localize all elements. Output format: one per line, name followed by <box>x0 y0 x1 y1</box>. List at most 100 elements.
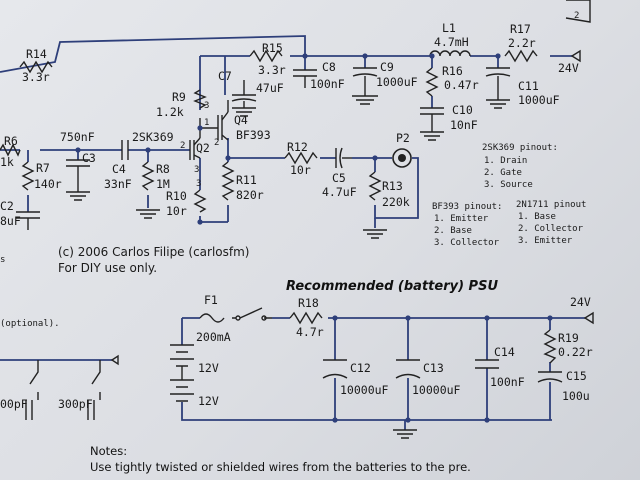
c15-symbol <box>537 371 563 383</box>
r12-value: 10r <box>290 163 311 177</box>
bf393-pin-2: 2. Base <box>434 226 472 236</box>
f1-symbol <box>199 313 225 323</box>
r16-ref: R16 <box>442 64 463 78</box>
transistor-q4 <box>200 100 229 141</box>
r17-symbol <box>504 49 538 63</box>
r11-value: 820r <box>236 188 264 202</box>
c4-symbol <box>121 140 129 160</box>
l1-ref: L1 <box>442 21 456 35</box>
r15-ref: R15 <box>262 41 283 55</box>
sk369-pin-2: 2. Gate <box>484 168 522 178</box>
bf393-pinout-title: BF393 pinout: <box>432 202 502 212</box>
page-marker: 2 <box>574 11 579 21</box>
c3-value: 750nF <box>60 130 95 144</box>
supply-out-label: 24V <box>558 61 579 75</box>
pinout-tables: 2SK369 pinout: 1. Drain 2. Gate 3. Sourc… <box>432 143 586 248</box>
q2-pin3: 3 <box>194 165 199 175</box>
c10-symbol <box>420 107 444 115</box>
r8-value: 1M <box>156 177 170 191</box>
r6-ref: R6 <box>4 134 18 148</box>
c15-ref: C15 <box>566 369 587 383</box>
n1711-pinout-title: 2N1711 pinout <box>516 200 586 210</box>
q2-ref: Q2 <box>196 141 210 155</box>
battery-2-label: 12V <box>198 394 219 408</box>
c14-ref: C14 <box>494 345 515 359</box>
credits-line-1: (c) 2006 Carlos Filipe (carlosfm) <box>58 245 249 259</box>
capacitors-upper <box>16 67 511 230</box>
c5-symbol <box>335 147 343 169</box>
c5-value: 4.7uF <box>322 185 357 199</box>
c7-symbol <box>231 94 257 102</box>
q4-value: BF393 <box>236 128 271 142</box>
bf393-pin-3: 3. Collector <box>434 238 500 248</box>
notes-title: Notes: <box>90 444 127 458</box>
r12-ref: R12 <box>287 140 308 154</box>
r7-ref: R7 <box>36 161 50 175</box>
r14-symbol <box>19 60 53 74</box>
battery-2-symbol <box>170 379 194 402</box>
bf393-pin-1: 1. Emitter <box>434 214 489 224</box>
c2-ref: C2 <box>0 199 14 213</box>
junction-dots <box>75 53 501 225</box>
sk369-pinout-title: 2SK369 pinout: <box>482 143 558 153</box>
c7-value: 47uF <box>256 81 284 95</box>
f1-value: 200mA <box>196 330 231 344</box>
r17-ref: R17 <box>510 22 531 36</box>
q4-pin3: 3 <box>204 101 209 111</box>
q4-pin1: 1 <box>204 118 209 128</box>
r13-symbol <box>368 171 382 201</box>
c7-ref: C7 <box>218 69 232 83</box>
r7-symbol <box>21 161 35 191</box>
r17-value: 2.2r <box>508 36 536 50</box>
r10-symbol <box>193 189 207 213</box>
c11-ref: C11 <box>518 79 539 93</box>
battery-1-label: 12V <box>198 361 219 375</box>
f1-ref: F1 <box>204 293 218 307</box>
r19-value: 0.22r <box>558 345 593 359</box>
sk369-pin-1: 1. Drain <box>484 156 527 166</box>
l1-symbol <box>429 50 471 57</box>
r6-symbol <box>0 143 21 157</box>
psu-terminal <box>583 311 594 325</box>
r15-symbol <box>249 49 283 63</box>
page-marker-box <box>565 0 591 23</box>
psu-wires <box>181 317 585 430</box>
l1-value: 4.7mH <box>434 35 469 49</box>
r10-ref: R10 <box>166 189 187 203</box>
psu-title: Recommended (battery) PSU <box>286 279 498 294</box>
r9-value: 1.2k <box>156 105 184 119</box>
left-cap-b: 300pF <box>58 397 93 411</box>
c11-value: 1000uF <box>518 93 560 107</box>
n1711-pin-2: 2. Collector <box>518 224 584 234</box>
r18-value: 4.7r <box>296 325 324 339</box>
r14-ref: R14 <box>26 47 47 61</box>
c3-ref: C3 <box>82 151 96 165</box>
q2-part: 2SK369 <box>132 130 174 144</box>
q2-pin3b: 3 <box>196 179 201 189</box>
c10-ref: C10 <box>452 103 473 117</box>
r18-ref: R18 <box>298 296 319 310</box>
c15-value: 100u <box>562 389 590 403</box>
q4-pin2: 2 <box>214 138 219 148</box>
r16-symbol <box>425 67 439 97</box>
r10-value: 10r <box>166 204 187 218</box>
c8-value: 100nF <box>310 77 345 91</box>
r8-ref: R8 <box>156 162 170 176</box>
r19-ref: R19 <box>558 331 579 345</box>
c4-ref: C4 <box>112 162 126 176</box>
n1711-pin-3: 3. Emitter <box>518 236 573 246</box>
r9-ref: R9 <box>172 90 186 104</box>
c13-ref: C13 <box>423 361 444 375</box>
r8-symbol <box>141 161 155 191</box>
c12-symbol <box>322 359 348 379</box>
supply-terminal-upper <box>570 49 581 63</box>
c14-value: 100nF <box>490 375 525 389</box>
optional-note: (optional). <box>0 319 60 329</box>
r12-symbol <box>284 151 318 165</box>
c5-ref: C5 <box>332 171 346 185</box>
r13-ref: R13 <box>382 179 403 193</box>
psu-ground <box>393 429 417 439</box>
notes-line-1: Use tightly twisted or shielded wires fr… <box>90 460 471 474</box>
c4-value: 33nF <box>104 177 132 191</box>
